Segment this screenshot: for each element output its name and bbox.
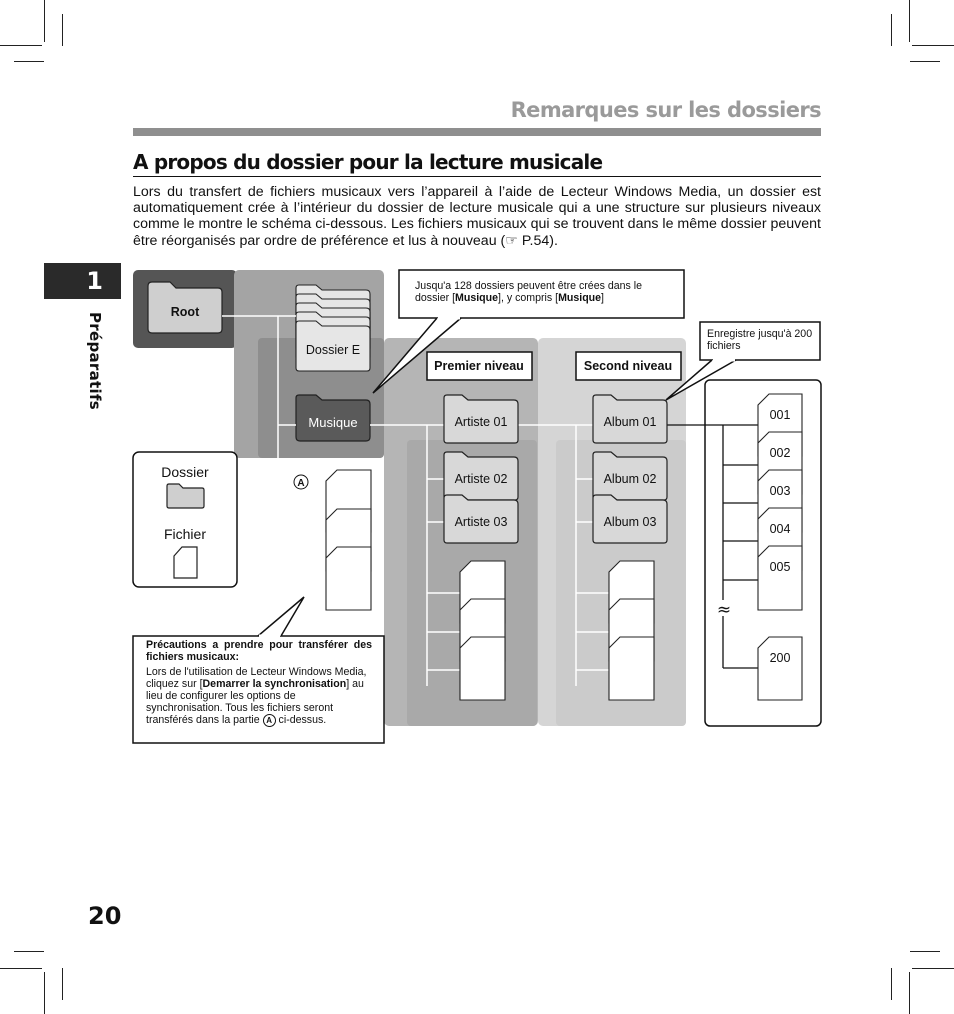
crop-mark xyxy=(0,968,42,969)
level1-label-box xyxy=(426,351,533,381)
file-002-label: 002 xyxy=(770,446,791,460)
level1-label: Premier niveau xyxy=(434,359,524,373)
tree-lines xyxy=(222,315,609,686)
album-01-label: Album 01 xyxy=(604,415,657,429)
level2-files xyxy=(608,560,655,701)
marker-a-circle xyxy=(293,474,309,490)
page-header-title: Remarques sur les dossiers xyxy=(510,98,822,122)
crop-mark xyxy=(909,0,910,42)
section-rule xyxy=(133,176,821,177)
callout-bottom-title: Précautions a prendre pour transférer de… xyxy=(146,639,372,663)
crop-mark xyxy=(0,45,42,46)
album-02-label: Album 02 xyxy=(604,472,657,486)
crop-mark xyxy=(44,972,45,1014)
callout-right-text: Enregistre jusqu'à 200 fichiers xyxy=(707,328,813,352)
crop-mark xyxy=(891,14,892,46)
legend-folder-label: Dossier xyxy=(161,464,209,480)
dossier-e-folder-icon xyxy=(295,320,371,372)
callout-top-pointer xyxy=(372,317,462,394)
file-200-label: 200 xyxy=(770,651,791,665)
callout-bottom-box xyxy=(132,635,385,744)
legend-folder-icon xyxy=(166,483,205,509)
artist-03-folder-icon xyxy=(443,494,519,544)
crop-mark xyxy=(910,951,940,952)
legend-box xyxy=(132,451,238,588)
callout-right-box xyxy=(699,321,821,361)
chapter-number: 1 xyxy=(86,267,103,295)
callout-right-pointer xyxy=(665,359,737,401)
root-folder-icon xyxy=(147,281,223,334)
chapter-label: Préparatifs xyxy=(86,312,104,411)
level2-label: Second niveau xyxy=(584,359,672,373)
callout-top-box xyxy=(398,269,685,319)
intro-text-a: Lors du transfert de fichiers musicaux v… xyxy=(133,184,821,249)
page-number: 20 xyxy=(88,902,122,930)
crop-mark xyxy=(44,0,45,42)
legend-file-label: Fichier xyxy=(164,526,206,542)
artist-02-label: Artiste 02 xyxy=(455,472,508,486)
file-001-label: 001 xyxy=(770,408,791,422)
chapter-tab: 1 xyxy=(44,263,121,299)
root-label: Root xyxy=(171,305,200,319)
album-03-label: Album 03 xyxy=(604,515,657,529)
crop-mark xyxy=(14,61,44,62)
musique-label: Musique xyxy=(308,415,357,430)
level2-label-box xyxy=(575,351,682,381)
album-01-folder-icon xyxy=(592,394,668,444)
callout-bottom-pointer xyxy=(257,596,305,637)
crop-mark xyxy=(909,972,910,1014)
legend-file-icon xyxy=(173,546,198,579)
intro-text-b: ). xyxy=(549,232,558,249)
crop-mark xyxy=(912,968,954,969)
artist-01-label: Artiste 01 xyxy=(455,415,508,429)
marker-a-label: A xyxy=(297,478,304,489)
file-005-icon xyxy=(757,545,803,611)
file-003-label: 003 xyxy=(770,484,791,498)
intro-paragraph: Lors du transfert de fichiers musicaux v… xyxy=(133,184,821,249)
a-files xyxy=(325,469,372,611)
file-200-icon xyxy=(757,636,803,701)
wave-break-bg xyxy=(716,600,732,616)
section-title: A propos du dossier pour la lecture musi… xyxy=(133,150,603,174)
artist-03-label: Artiste 03 xyxy=(455,515,508,529)
artist-01-folder-icon xyxy=(443,394,519,444)
crop-mark xyxy=(14,951,44,952)
crop-mark xyxy=(62,968,63,1000)
callout-top-text: Jusqu'a 128 dossiers peuvent être crées … xyxy=(415,280,642,304)
level1-files xyxy=(459,560,506,701)
album-03-folder-icon xyxy=(592,494,668,544)
musique-folder-icon xyxy=(295,394,371,442)
callout-bottom-text: Précautions a prendre pour transférer de… xyxy=(146,639,372,727)
file-005-label: 005 xyxy=(770,560,791,574)
crop-mark xyxy=(62,14,63,46)
header-bar xyxy=(133,128,821,136)
file-004-label: 004 xyxy=(770,522,791,536)
wave-break-icon: ≈ xyxy=(717,600,731,620)
dossier-e-label: Dossier E xyxy=(306,343,360,357)
crop-mark xyxy=(891,968,892,1000)
dossier-stack xyxy=(295,284,371,372)
crop-mark xyxy=(910,61,940,62)
intro-page-ref[interactable]: ☞ P.54 xyxy=(505,232,550,249)
callout-marker-a: A xyxy=(262,714,276,727)
files-tree-lines xyxy=(667,424,758,669)
crop-mark xyxy=(912,45,954,46)
